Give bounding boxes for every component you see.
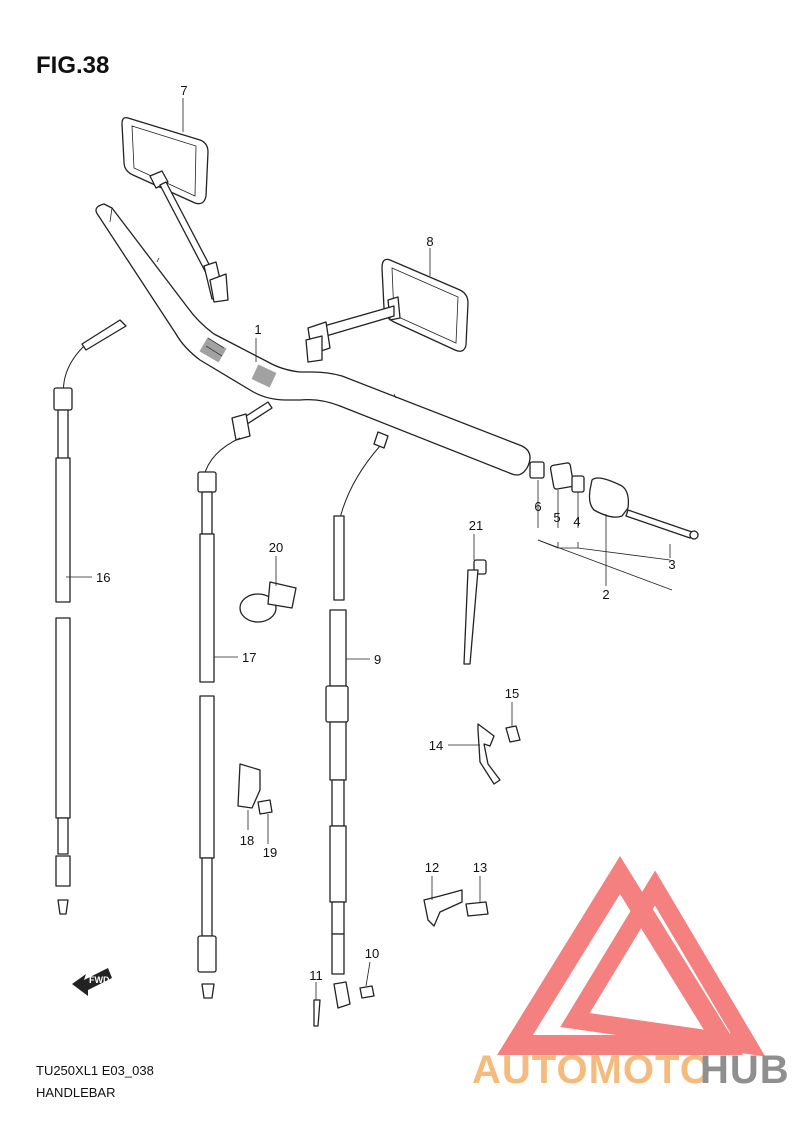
- callout-8: 8: [426, 234, 433, 249]
- part-13-bolt: [465, 901, 489, 917]
- handlebar: [95, 203, 531, 476]
- part-2-weight: [588, 477, 630, 518]
- part-3-screw: [625, 509, 693, 539]
- callout-11: 11: [309, 968, 323, 983]
- model-code: TU250XL1 E03_038: [36, 1063, 154, 1078]
- part-4-washer: [571, 475, 585, 493]
- right-mirror: [305, 258, 469, 363]
- fwd-arrow-icon: FWD: [72, 968, 112, 996]
- bar-end-parts: [529, 461, 699, 540]
- part-18-bracket: [237, 763, 261, 809]
- callout-5: 5: [553, 510, 560, 525]
- callout-17: 17: [242, 650, 256, 665]
- callout-2: 2: [602, 587, 609, 602]
- callout-labels: 1 2 3 4 5 6 7 8 9 10 11 12 13 14 15 16 1…: [96, 83, 676, 983]
- watermark-triangle-outer: [497, 855, 743, 1055]
- part-19-screw: [257, 799, 273, 815]
- callout-10: 10: [365, 946, 379, 961]
- part-11-pin: [313, 999, 321, 1027]
- part-6-nut: [529, 461, 545, 479]
- left-mirror: [121, 116, 229, 303]
- callout-12: 12: [425, 860, 439, 875]
- figure-title: FIG.38: [36, 52, 109, 79]
- cable-17: [197, 401, 273, 999]
- watermark-brand-part1: AUTOMOTO: [472, 1048, 712, 1092]
- watermark-logo: AUTOMOTO HUB: [472, 855, 790, 1092]
- part-21-tie: [463, 559, 487, 665]
- part-14-spring: [477, 723, 501, 785]
- callout-4: 4: [573, 514, 580, 529]
- part-10-screw: [359, 985, 375, 999]
- part-15-bolt: [505, 725, 521, 743]
- watermark-brand-part2: HUB: [700, 1048, 790, 1092]
- callout-18: 18: [240, 833, 254, 848]
- callout-7: 7: [180, 83, 187, 98]
- callout-15: 15: [505, 686, 519, 701]
- callout-20: 20: [269, 540, 283, 555]
- callout-19: 19: [263, 845, 277, 860]
- part-12-clamp: [423, 889, 463, 927]
- part-20-clamp: [239, 581, 297, 623]
- callout-14: 14: [429, 738, 443, 753]
- callout-9: 9: [374, 652, 381, 667]
- fwd-label: FWD: [89, 975, 110, 985]
- leader-lines: [66, 98, 673, 1000]
- callout-6: 6: [534, 499, 541, 514]
- callout-3: 3: [668, 557, 675, 572]
- cable-9: [325, 431, 389, 1009]
- callout-1: 1: [254, 322, 261, 337]
- watermark-triangle-inner: [560, 870, 766, 1057]
- section-name: HANDLEBAR: [36, 1085, 115, 1100]
- callout-21: 21: [469, 518, 483, 533]
- cable-16: [53, 319, 127, 915]
- part-5-collar: [549, 462, 575, 490]
- callout-13: 13: [473, 860, 487, 875]
- callout-16: 16: [96, 570, 110, 585]
